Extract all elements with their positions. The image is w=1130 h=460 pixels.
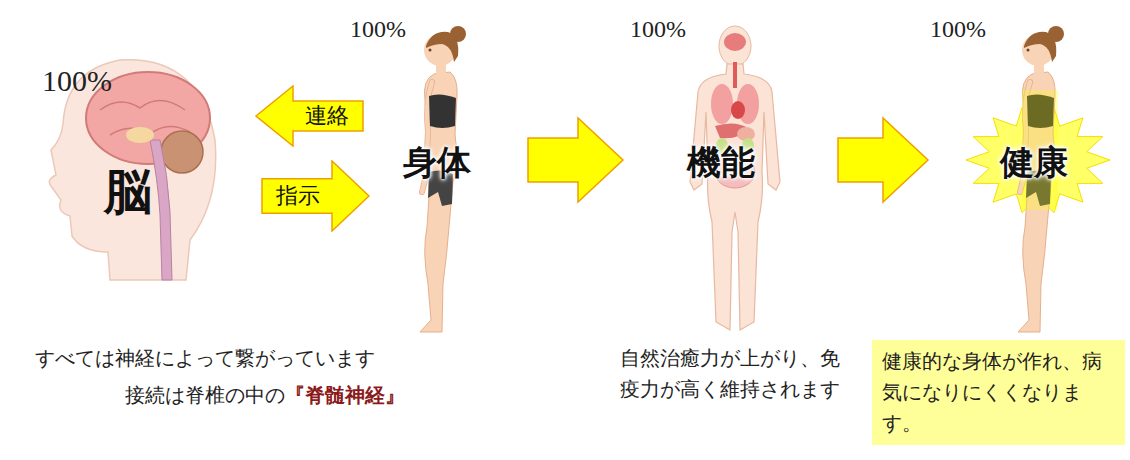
left-arrow: 連絡 xyxy=(255,85,365,147)
note-text: 自然治癒力が上がり、免疫力が高く維持されます xyxy=(620,343,848,405)
percent-label: 100% xyxy=(42,64,112,98)
note-box: 健康的な身体が作れ、病気になりにくくなります。 xyxy=(872,340,1125,445)
node-text: 脳 xyxy=(104,160,152,224)
note-text: すべては神経によって繋がっています xyxy=(35,343,375,374)
right-arrow: 指示 xyxy=(260,160,370,232)
note-text: 接続は脊椎の中の xyxy=(125,380,285,411)
percent-label: 100% xyxy=(630,16,686,43)
node-text: 指示 xyxy=(276,181,320,211)
flow-arrow xyxy=(838,118,928,202)
flow-arrow xyxy=(528,118,623,202)
body-node: 100% 身体 xyxy=(345,12,520,337)
node-text: 連絡 xyxy=(305,101,349,131)
node-text: 機能 xyxy=(687,140,755,186)
percent-label: 100% xyxy=(350,16,406,43)
node-text: 身体 xyxy=(403,140,471,186)
health-node: 100% 健康 xyxy=(930,12,1120,337)
node-text: 健康 xyxy=(1000,140,1068,186)
percent-label: 100% xyxy=(930,16,986,43)
node-text: 健康的な身体が作れ、病気になりにくくなります。 xyxy=(882,346,1115,439)
function-node: 100% 機能 xyxy=(625,12,830,337)
emphasis-text: 『脊髄神経』 xyxy=(285,380,405,411)
brain-node: 100% 脳 xyxy=(30,60,230,280)
